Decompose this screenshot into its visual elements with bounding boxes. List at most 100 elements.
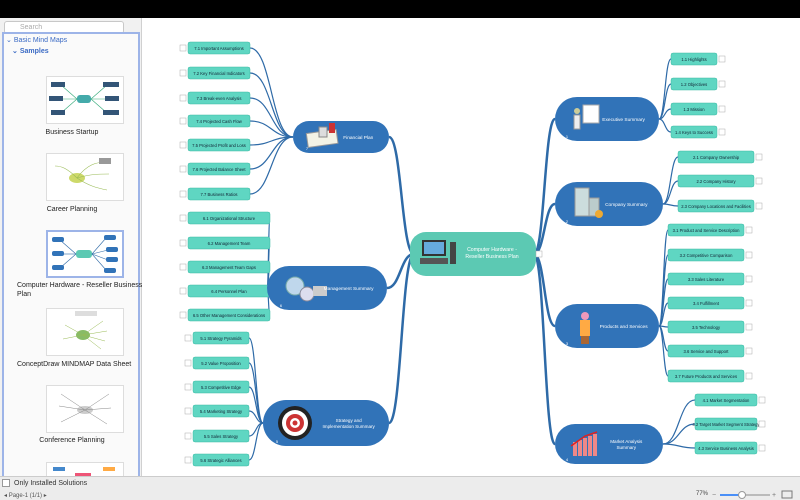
leaf-topic[interactable]: 5.6 Strategic Alliances [184,453,250,467]
leaf-topic[interactable]: 3.6 Service and Support [667,344,753,358]
expand-toggle-icon[interactable] [718,55,726,63]
leaf-topic[interactable]: 6.5 Other Management Considerations [179,308,271,322]
expand-toggle-icon[interactable] [179,69,187,77]
leaf-topic[interactable]: 3.7 Future Products and Services [667,369,753,383]
expand-toggle-icon[interactable] [179,239,187,247]
leaf-topic[interactable]: 1.2 Objectives [670,77,726,91]
expand-toggle-icon[interactable] [184,456,192,464]
zoom-in-icon[interactable]: + [772,492,776,499]
branch-market-analysis-summary[interactable]: 4.1 Market Segmentation 4.2 Target Market… [555,393,766,464]
zoom-out-icon[interactable]: − [712,492,716,499]
expand-toggle-icon[interactable] [179,214,187,222]
expand-toggle-icon[interactable] [745,226,753,234]
expand-toggle-icon[interactable] [184,359,192,367]
leaf-topic[interactable]: 6.3 Management Team Gaps [179,260,271,274]
leaf-topic[interactable]: 4.2 Target Market Segment Strategy [692,417,766,431]
fit-page-icon[interactable] [781,490,793,499]
leaf-topic[interactable]: 7.4 Projected Cash Flow [179,114,251,128]
leaf-topic[interactable]: 5.2 Value Proposition [184,356,250,370]
leaf-topic[interactable]: 5.5 Sales Strategy [184,429,250,443]
expand-toggle-icon[interactable] [184,334,192,342]
expand-toggle-icon[interactable] [745,323,753,331]
leaf-topic[interactable]: 4.3 Service Business Analysis [694,441,766,455]
expand-toggle-icon[interactable] [745,299,753,307]
leaf-topic[interactable]: 3.5 Technology [667,320,753,334]
branch-connector [532,117,557,256]
expand-toggle-icon[interactable] [745,275,753,283]
branch-executive-summary[interactable]: 1.1 Highlights 1.2 Objectives 1.3 Mission 1… [555,52,726,141]
page-prev-icon[interactable]: ◂ [4,493,9,499]
expand-toggle-icon[interactable] [179,165,187,173]
expand-toggle-icon[interactable] [758,396,766,404]
branch-strategy-and-implementation-summary[interactable]: 5.1 Strategy Pyramids 5.2 Value Propositi… [184,331,389,467]
thumbnail-business-startup[interactable] [46,76,124,124]
leaf-topic[interactable]: 3.3 Sales Literature [667,272,753,286]
tree-category[interactable]: ⌄ Basic Mind Maps [6,36,67,44]
leaf-topic[interactable]: 2.2 Company History [677,174,763,188]
leaf-topic[interactable]: 5.3 Competitive Edge [184,380,250,394]
branch-products-and-services[interactable]: 3.1 Product and Service Description 3.2 C… [555,223,753,383]
central-topic[interactable]: Computer Hardware -Reseller Business Pla… [410,232,543,276]
expand-toggle-icon[interactable] [184,383,192,391]
leaf-topic[interactable]: 7.5 Projected Profit and Loss [179,138,251,152]
zoom-level[interactable]: 77% [696,491,709,497]
expand-toggle-icon[interactable] [718,128,726,136]
leaf-topic[interactable]: 6.1 Organizational Structure [179,211,271,225]
expand-toggle-icon[interactable] [745,251,753,259]
mindmap-canvas[interactable]: 7.1 Important Assumptions 7.2 Key Financi… [143,18,800,476]
expand-toggle-icon[interactable] [745,372,753,380]
branch-company-summary[interactable]: 2.1 Company Ownership 2.2 Company History… [555,150,763,226]
leaf-topic[interactable]: 5.1 Strategy Pyramids [184,331,250,345]
expand-toggle-icon[interactable] [179,263,187,271]
branch-financial-plan[interactable]: 7.1 Important Assumptions 7.2 Key Financi… [179,41,389,201]
expand-toggle-icon[interactable] [755,153,763,161]
thumbnail-computer-hardware[interactable] [46,230,124,278]
expand-toggle-icon[interactable] [179,311,187,319]
leaf-topic[interactable]: 3.4 Fulfillment [667,296,753,310]
zoom-slider[interactable]: − + [712,490,800,500]
page-indicator[interactable]: ◂ Page-1 (1/1) ▸ [4,492,47,499]
zoom-handle[interactable] [738,491,746,499]
expand-toggle-icon[interactable] [184,407,192,415]
expand-toggle-icon[interactable] [755,177,763,185]
leaf-topic[interactable]: 7.2 Key Financial Indicators [179,66,251,80]
tree-subcategory[interactable]: ⌄ Samples [12,47,49,55]
expand-toggle-icon[interactable] [758,444,766,452]
leaf-topic[interactable]: 7.6 Projected Balance Sheet [179,162,251,176]
thumbnail-career-planning[interactable] [46,153,124,201]
thumbnail-data-sheet[interactable] [46,308,124,356]
expand-toggle-icon[interactable] [184,432,192,440]
leaf-topic[interactable]: 2.1 Company Ownership [677,150,763,164]
checkbox[interactable] [2,479,10,487]
expand-toggle-icon[interactable] [179,141,187,149]
expand-toggle-icon[interactable] [758,420,766,428]
expand-toggle-icon[interactable] [179,94,187,102]
leaf-topic[interactable]: 7.1 Important Assumptions [179,41,251,55]
expand-toggle-icon[interactable] [718,105,726,113]
expand-toggle-icon[interactable] [755,202,763,210]
branch-management-summary[interactable]: 6.1 Organizational Structure 6.2 Manageme… [179,211,387,322]
expand-toggle-icon[interactable] [745,347,753,355]
leaf-topic[interactable]: 4.1 Market Segmentation [694,393,766,407]
leaf-topic[interactable]: 1.4 Keys to Success [670,125,726,139]
expand-toggle-icon[interactable] [718,80,726,88]
expand-toggle-icon[interactable] [179,190,187,198]
leaf-topic[interactable]: 7.7 Business Ratios [179,187,251,201]
leaf-topic[interactable]: 7.3 Break-even Analysis [179,91,251,105]
only-installed-toggle[interactable]: Only Installed Solutions [2,479,87,487]
leaf-topic[interactable]: 5.4 Marketing Strategy [184,404,250,418]
thumbnail-conference-planning[interactable] [46,385,124,433]
expand-toggle-icon[interactable] [179,44,187,52]
leaf-topic[interactable]: 6.2 Management Team [179,236,271,250]
leaf-topic[interactable]: 1.3 Mission [670,102,726,116]
leaf-label: 7.4 Projected Cash Flow [196,119,243,124]
leaf-topic[interactable]: 2.3 Company Locations and Facilities [677,199,763,213]
expand-toggle-icon[interactable] [179,117,187,125]
leaf-topic[interactable]: 3.2 Competitive Comparison [667,248,753,262]
expand-toggle-icon[interactable] [179,287,187,295]
expand-toggle-icon[interactable] [535,250,543,258]
leaf-topic[interactable]: 6.4 Personnel Plan [179,284,271,298]
leaf-topic[interactable]: 3.1 Product and Service Description [667,223,753,237]
leaf-topic[interactable]: 1.1 Highlights [670,52,726,66]
page-next-icon[interactable]: ▸ [42,493,47,499]
